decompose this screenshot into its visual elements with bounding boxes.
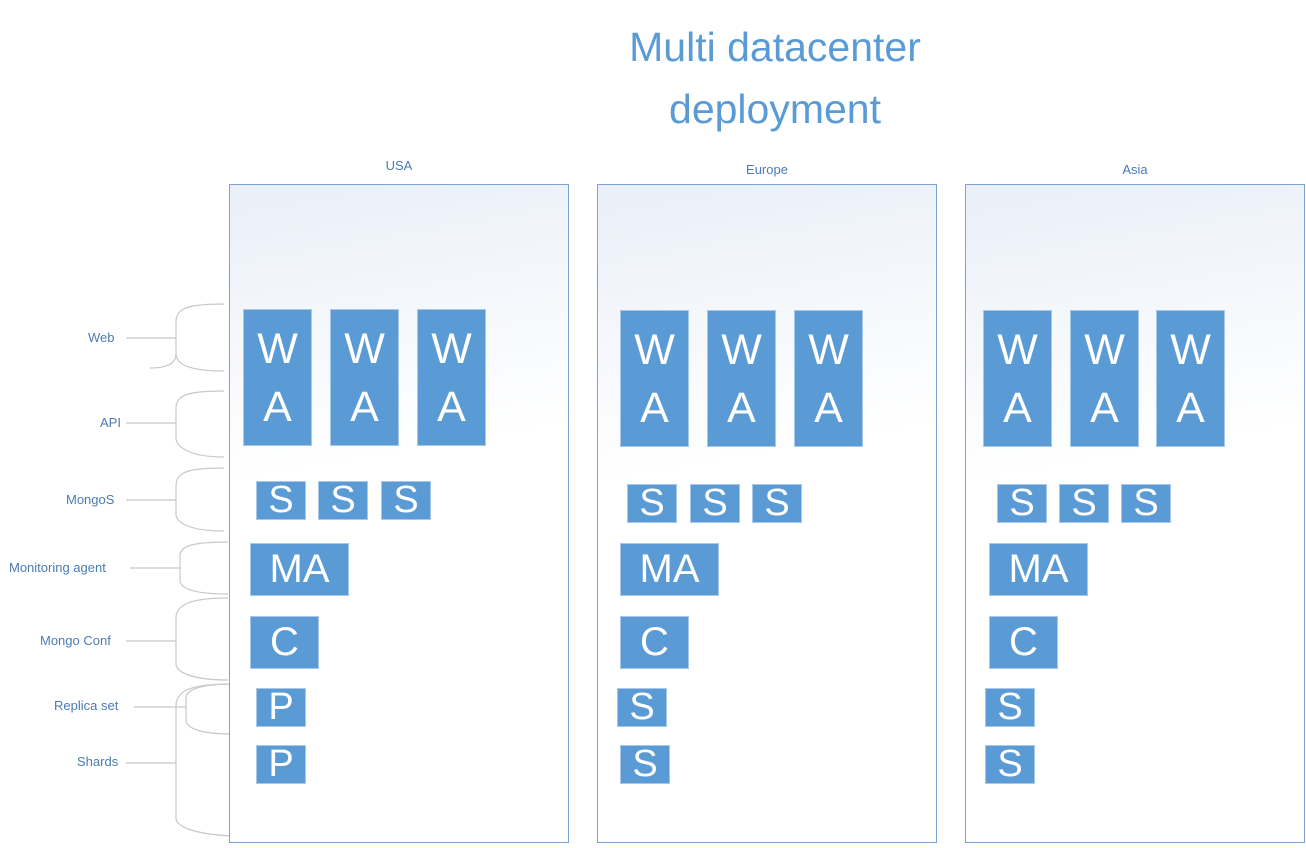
mongos-node: S	[1121, 482, 1171, 524]
web-node-label: W	[1084, 325, 1125, 374]
mongos-node: S	[318, 479, 368, 521]
replica-node: S	[617, 686, 667, 728]
datacenter-label-asia: Asia	[1122, 162, 1148, 177]
web-node-label: W	[344, 324, 385, 373]
replica-node: S	[985, 686, 1035, 728]
shard-node: S	[620, 743, 670, 785]
layer-label-conf: Mongo Conf	[40, 633, 111, 648]
api-node-label: A	[727, 383, 756, 432]
api-node-label: A	[1003, 383, 1032, 432]
mongos-node: S	[997, 482, 1047, 524]
web-node-label: W	[1170, 325, 1211, 374]
layer-label-replica: Replica set	[54, 698, 119, 713]
mongo-conf-node: C	[620, 616, 689, 669]
web-node-label: W	[808, 325, 849, 374]
mongo-conf-node: C	[250, 616, 319, 669]
mongos-node: S	[1059, 482, 1109, 524]
layer-label-monitoring: Monitoring agent	[9, 560, 106, 575]
web-node-label: W	[634, 325, 675, 374]
monitoring-agent-node: MA	[620, 543, 719, 596]
layer-label-shards: Shards	[77, 754, 119, 769]
mongos-node: S	[381, 479, 431, 521]
datacenter-label-usa: USA	[385, 158, 413, 173]
api-node-label: A	[1090, 383, 1119, 432]
shard-node: S	[985, 743, 1035, 785]
monitoring-bracket	[179, 541, 229, 595]
datacenter-label-europe: Europe	[746, 162, 788, 177]
layer-label-api: API	[100, 415, 121, 430]
shard-node: P	[256, 743, 306, 785]
shards-bracket	[175, 683, 233, 837]
monitoring-agent-node: MA	[250, 543, 349, 596]
web-node-label: W	[257, 324, 298, 373]
api-node-label: A	[350, 382, 379, 431]
web-node-label: W	[721, 325, 762, 374]
layer-label-web: Web	[88, 330, 115, 345]
mongo-conf-node: C	[989, 616, 1058, 669]
api-node-label: A	[640, 383, 669, 432]
mongos-node: S	[627, 482, 677, 524]
web-node-label: W	[997, 325, 1038, 374]
layer-brackets	[126, 303, 233, 837]
mongos-node: S	[690, 482, 740, 524]
mongos-node: S	[752, 482, 802, 524]
web-node-label: W	[431, 324, 472, 373]
mongos-bracket	[175, 467, 225, 532]
monitoring-agent-node: MA	[989, 543, 1088, 596]
api-node-label: A	[814, 383, 843, 432]
replica-bracket	[185, 683, 233, 735]
layer-label-mongos: MongoS	[66, 492, 115, 507]
conf-bracket	[175, 597, 229, 681]
mongos-node: S	[256, 479, 306, 521]
api-bracket	[175, 390, 225, 458]
page-title: Multi datacenter deployment	[629, 24, 921, 132]
replica-node: P	[256, 686, 306, 728]
api-node-label: A	[263, 382, 292, 431]
api-node-label: A	[437, 382, 466, 431]
api-node-label: A	[1176, 383, 1205, 432]
